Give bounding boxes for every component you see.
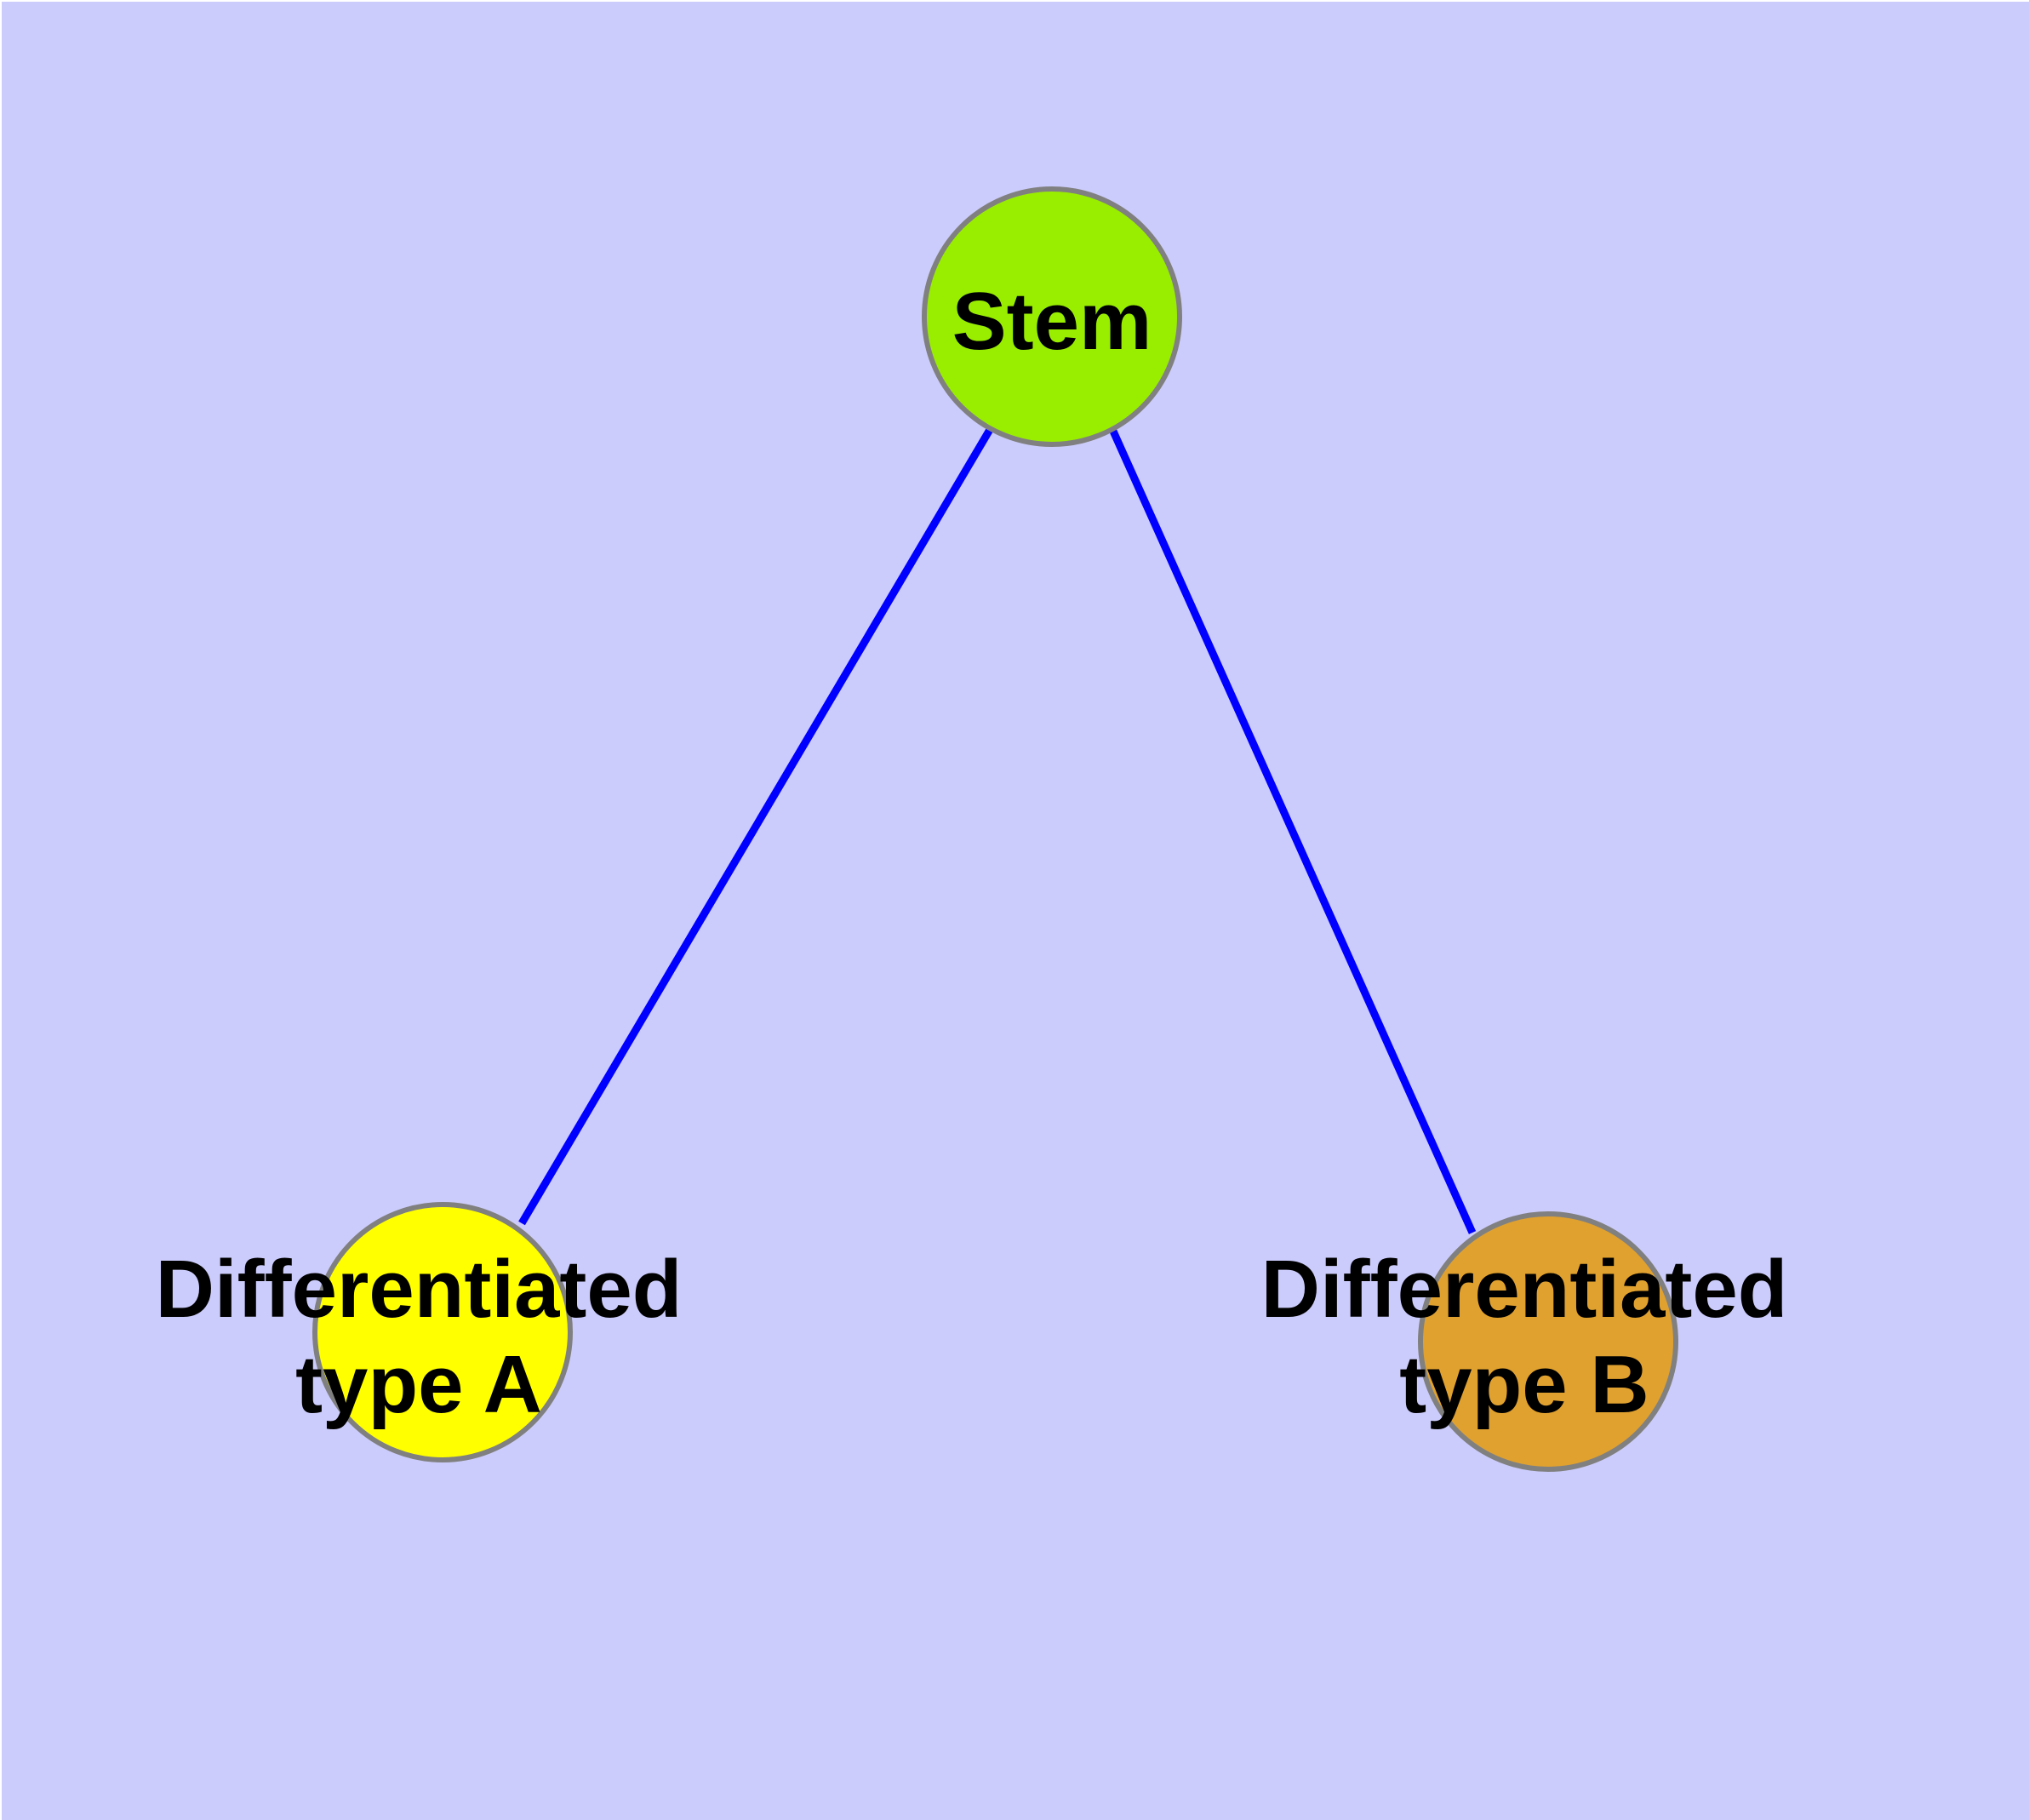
- edge-stem-to-differentiated-type-a[interactable]: [518, 426, 994, 1226]
- node-differentiated-type-b-circle[interactable]: [1418, 1211, 1678, 1472]
- edge-layer: [518, 426, 1477, 1234]
- node-differentiated-type-b-label-line2: type B: [1399, 1339, 1649, 1430]
- node-stem-circle[interactable]: [922, 186, 1182, 447]
- node-stem-label: Stem: [952, 276, 1152, 367]
- node-differentiated-type-b[interactable]: Differentiated type B: [1261, 1211, 1788, 1472]
- node-differentiated-type-b-label-line1: Differentiated: [1261, 1244, 1788, 1335]
- edge-stem-to-differentiated-type-b[interactable]: [1107, 426, 1477, 1234]
- node-differentiated-type-a-label-line1: Differentiated: [156, 1244, 683, 1335]
- node-differentiated-type-a[interactable]: Differentiated type A: [156, 1202, 683, 1462]
- node-differentiated-type-a-circle[interactable]: [312, 1202, 573, 1462]
- node-stem[interactable]: Stem: [922, 186, 1182, 447]
- node-differentiated-type-a-label-line2: type A: [295, 1339, 542, 1430]
- node-layer: Stem Differentiated type A Differentiate…: [156, 186, 1788, 1472]
